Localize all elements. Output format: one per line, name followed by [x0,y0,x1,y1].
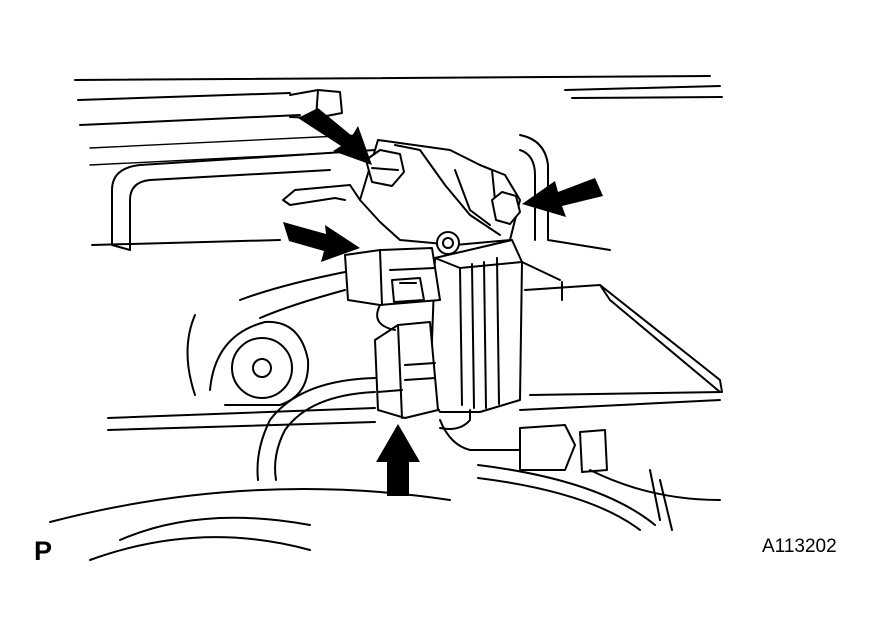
view-marker-label: P [34,536,53,566]
grommet [186,314,310,406]
crossmember [49,399,721,561]
wire-harness [239,271,656,531]
arrow-left-middle [283,222,360,262]
right-structure [521,261,723,396]
hood-frame [91,134,611,251]
arrow-upper-left [298,108,372,165]
latch-bracket [282,139,521,246]
connector-upper [344,247,441,306]
connector-lower [374,321,439,419]
sensor-housing [429,239,523,430]
bolt-upper-left [365,149,405,187]
lower-right-parts [519,424,721,531]
figure-id-label: A113202 [762,536,837,557]
nut-center [436,231,460,255]
arrow-bottom [376,424,420,496]
body-panel-lines [74,75,723,166]
bolt-right [491,191,521,225]
arrow-right [522,178,603,217]
